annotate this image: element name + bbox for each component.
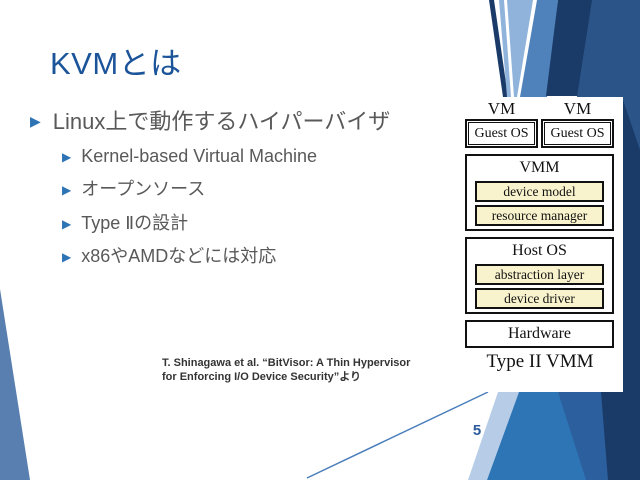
deco-navy-corner — [601, 392, 622, 480]
slide-title: KVMとは — [50, 46, 182, 81]
bullet-triangle-icon: ▶ — [62, 183, 72, 198]
vmm-label: VMM — [519, 159, 560, 176]
bullet-item-level1: ▶ Linux上で動作するハイパーバイザ — [30, 108, 390, 136]
citation: T. Shinagawa et al. “BitVisor: A Thin Hy… — [162, 356, 452, 384]
guest-os-row: Guest OS Guest OS — [465, 119, 614, 148]
deco-pale-blue-corner — [468, 392, 519, 480]
bullet-text: x86やAMDなどには対応 — [81, 246, 277, 267]
bullet-triangle-icon: ▶ — [62, 216, 72, 231]
bullet-item-level2: ▶ x86やAMDなどには対応 — [62, 246, 390, 268]
citation-line2: for Enforcing I/O Device Security”より — [162, 371, 362, 383]
bullet-text: Linux上で動作するハイパーバイザ — [52, 109, 391, 134]
bullet-triangle-icon: ▶ — [30, 113, 41, 129]
deco-medium-blue-band — [520, 0, 558, 97]
bullet-text: Type Ⅱの設計 — [81, 212, 189, 233]
guest-os-box: Guest OS — [541, 119, 614, 148]
host-os-label: Host OS — [512, 242, 567, 259]
guest-os-label: Guest OS — [468, 122, 535, 145]
page-number: 5 — [472, 422, 482, 439]
bullet-triangle-icon: ▶ — [62, 149, 72, 164]
hardware-box: Hardware — [465, 320, 614, 348]
vm-labels-row: VM VM — [465, 99, 614, 119]
resource-manager-box: resource manager — [475, 205, 604, 226]
citation-line1: T. Shinagawa et al. “BitVisor: A Thin Hy… — [162, 357, 411, 369]
guest-os-box: Guest OS — [465, 119, 538, 148]
deco-bottom-left-triangle — [0, 289, 30, 480]
bullet-item-level2: ▶ Type Ⅱの設計 — [62, 213, 390, 235]
vmm-box: VMM device model resource manager — [465, 154, 614, 231]
host-os-box: Host OS abstraction layer device driver — [465, 237, 614, 314]
bullet-list: ▶ Linux上で動作するハイパーバイザ ▶ Kernel-based Virt… — [30, 108, 390, 280]
abstraction-layer-box: abstraction layer — [475, 264, 604, 285]
bullet-item-level2: ▶ Kernel-based Virtual Machine — [62, 146, 390, 168]
bullet-text: Kernel-based Virtual Machine — [81, 145, 318, 166]
bullet-triangle-icon: ▶ — [62, 250, 72, 265]
vm-label: VM — [487, 99, 516, 118]
deco-white-sliver — [504, 0, 514, 97]
bullet-text: オープンソース — [81, 179, 206, 200]
deco-navy-facet — [577, 0, 640, 150]
device-model-box: device model — [475, 181, 604, 202]
guest-os-label: Guest OS — [544, 122, 611, 145]
deco-navy-thin-stripe — [489, 0, 508, 97]
device-driver-box: device driver — [475, 288, 604, 309]
bullet-item-level2: ▶ オープンソース — [62, 179, 390, 201]
diagram-caption: Type II VMM — [486, 351, 594, 372]
deco-diagonal-line — [306, 391, 489, 479]
type2-vmm-diagram: VM VM Guest OS Guest OS VMM device model… — [457, 97, 623, 392]
vm-label: VM — [563, 99, 592, 118]
